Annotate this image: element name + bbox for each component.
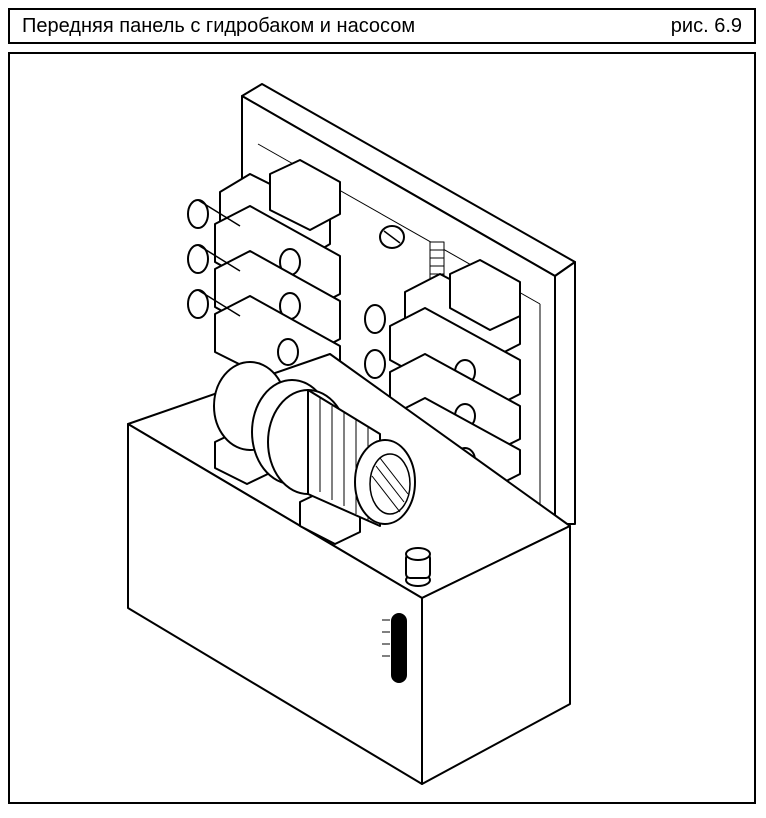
filler-cap: [405, 547, 431, 587]
panel-vent: [429, 241, 445, 283]
figure-number: рис. 6.9: [670, 15, 742, 37]
panel-screw: [379, 225, 405, 249]
hydraulic-unit-drawing: [127, 83, 576, 785]
figure-title: Передняя панель с гидробаком и насосом: [22, 15, 416, 37]
oil-level-gauge: [382, 613, 407, 683]
electric-motor-pump: [213, 361, 416, 545]
drawing-frame: [8, 52, 756, 804]
figure-caption-bar: Передняя панель с гидробаком и насосом р…: [8, 8, 756, 44]
